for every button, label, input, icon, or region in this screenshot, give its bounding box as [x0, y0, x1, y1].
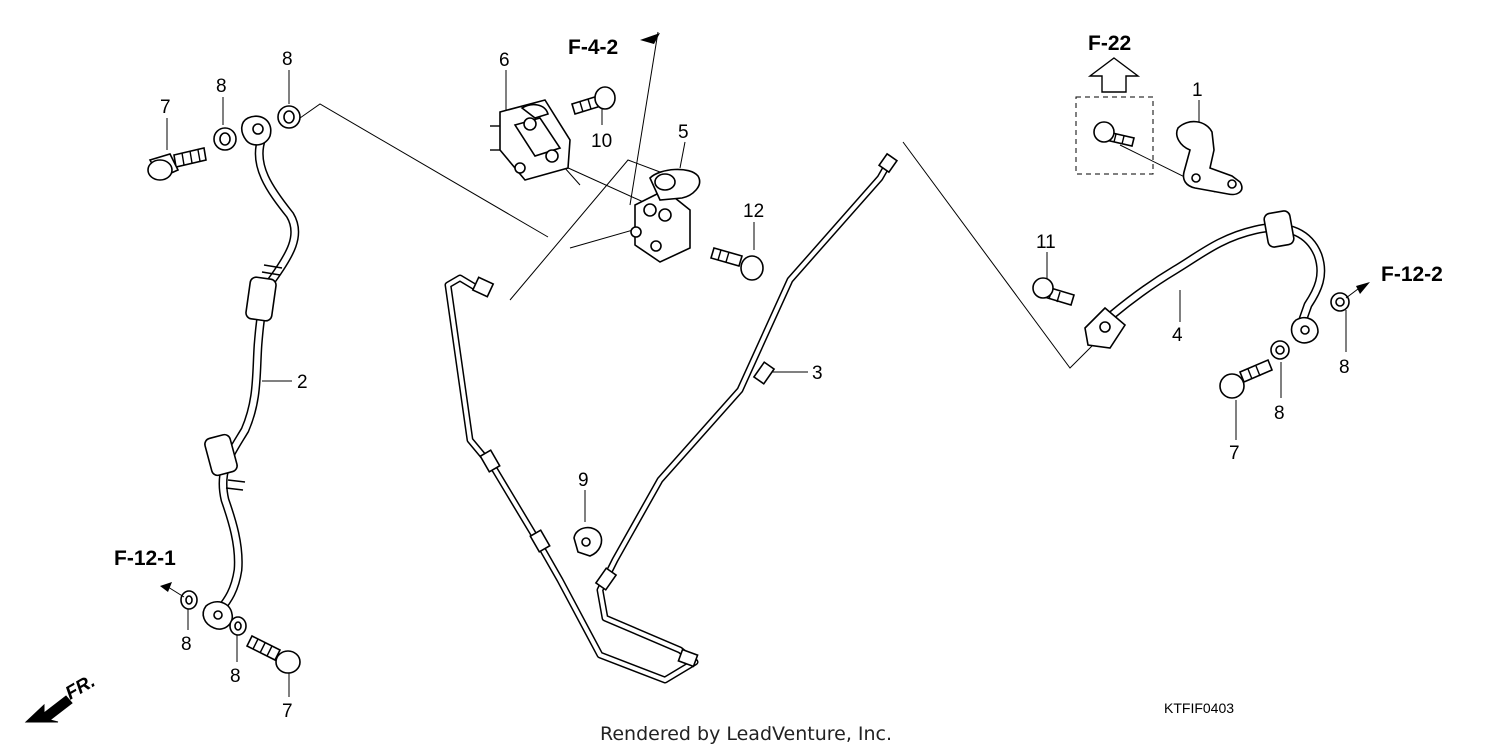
callout-7-bottom-left: 7: [282, 701, 293, 722]
callout-11: 11: [1036, 232, 1056, 253]
washer-8-right-b: [1330, 292, 1350, 312]
washer-8-bottom-b: [229, 616, 247, 636]
brake-hose-2: [202, 115, 300, 630]
callout-8-top-b: 8: [282, 49, 293, 70]
callout-9: 9: [578, 470, 589, 491]
reference-f-12-1[interactable]: F-12-1: [114, 547, 176, 570]
callout-8-top-a: 8: [216, 76, 227, 97]
bracket-1: [1175, 120, 1243, 196]
reference-box-f22: [1075, 96, 1154, 175]
callout-4: 4: [1172, 325, 1183, 346]
render-credit: Rendered by LeadVenture, Inc.: [600, 723, 892, 745]
callout-8-bottom-a: 8: [181, 634, 192, 655]
callout-1: 1: [1192, 80, 1203, 101]
bolt-7-bottom-left: [245, 634, 301, 674]
callout-2: 2: [297, 372, 308, 393]
callout-5: 5: [678, 122, 689, 143]
ref-arrow-f42: [640, 33, 660, 44]
front-direction-arrow-icon: FR.: [24, 671, 99, 723]
bolt-f22: [1093, 121, 1135, 147]
washer-8-top-a: [213, 127, 237, 151]
reference-f-4-2[interactable]: F-4-2: [568, 36, 618, 59]
leader-lines: [166, 31, 1347, 697]
up-arrow-icon: [1087, 57, 1141, 93]
reference-f-22[interactable]: F-22: [1088, 32, 1131, 55]
bolt-10: [571, 86, 616, 116]
washer-8-bottom-a: [180, 590, 198, 610]
callout-8-right-a: 8: [1274, 403, 1285, 424]
callout-8-right-b: 8: [1339, 357, 1350, 378]
callout-7-right: 7: [1229, 443, 1240, 464]
clip-9: [573, 526, 603, 557]
brake-pipe-3: [444, 152, 899, 684]
bracket-6: [490, 99, 571, 181]
callout-8-bottom-b: 8: [230, 666, 241, 687]
washer-8-top-b: [277, 105, 301, 129]
callout-6: 6: [499, 50, 510, 71]
ref-arrow-f122: [1356, 282, 1370, 294]
bolt-11: [1032, 277, 1075, 306]
bolt-7-right: [1219, 358, 1274, 399]
valve-5: [630, 168, 701, 263]
callout-labels: 1 2 3 4 5 6 7 7 7 8 8 8 8 8 8 9 10 11 12: [160, 49, 1350, 722]
brake-hose-4: [1084, 210, 1326, 349]
bolt-12: [710, 247, 764, 281]
callout-12: 12: [743, 201, 764, 222]
diagram-code: KTFIF0403: [1164, 700, 1234, 716]
bolt-7-top-left: [147, 147, 207, 181]
callout-7-top-left: 7: [160, 97, 171, 118]
ref-arrow-f121: [160, 582, 172, 592]
washer-8-right-a: [1270, 340, 1290, 360]
callout-10: 10: [591, 131, 612, 152]
reference-f-12-2[interactable]: F-12-2: [1381, 263, 1443, 286]
callout-3: 3: [812, 363, 823, 384]
